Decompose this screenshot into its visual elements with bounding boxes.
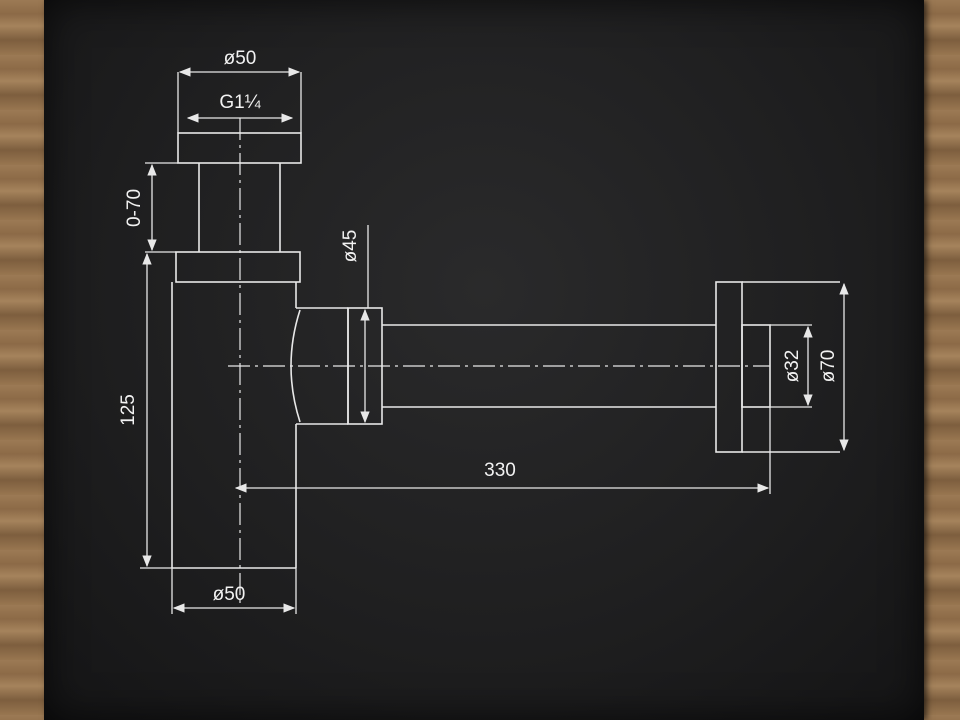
dim-height-adjust <box>145 162 178 253</box>
label-body-height: 125 <box>118 394 139 426</box>
label-bottom-diameter: ø50 <box>213 584 246 605</box>
label-top-diameter: ø50 <box>224 48 257 69</box>
wood-surface-left <box>0 0 50 720</box>
dim-pipe-diameter <box>770 324 813 408</box>
trap-body <box>171 282 297 569</box>
trap-collar <box>175 251 301 283</box>
dim-bottom-diameter <box>171 568 297 614</box>
label-length: 330 <box>484 460 516 481</box>
label-thread: G1¼ <box>219 92 261 113</box>
wall-flange <box>715 281 840 453</box>
trap-neck <box>198 163 281 252</box>
dim-outlet-diameter <box>360 225 370 424</box>
label-pipe-diameter: ø32 <box>782 350 803 383</box>
dim-top-diameter <box>177 67 302 133</box>
label-outlet-diameter: ø45 <box>340 230 361 263</box>
label-flange-diameter: ø70 <box>818 350 839 383</box>
dim-length <box>234 407 771 494</box>
dim-body-height <box>140 252 172 569</box>
label-height-adjust: 0-70 <box>124 189 145 227</box>
outlet-pipe <box>382 324 716 408</box>
